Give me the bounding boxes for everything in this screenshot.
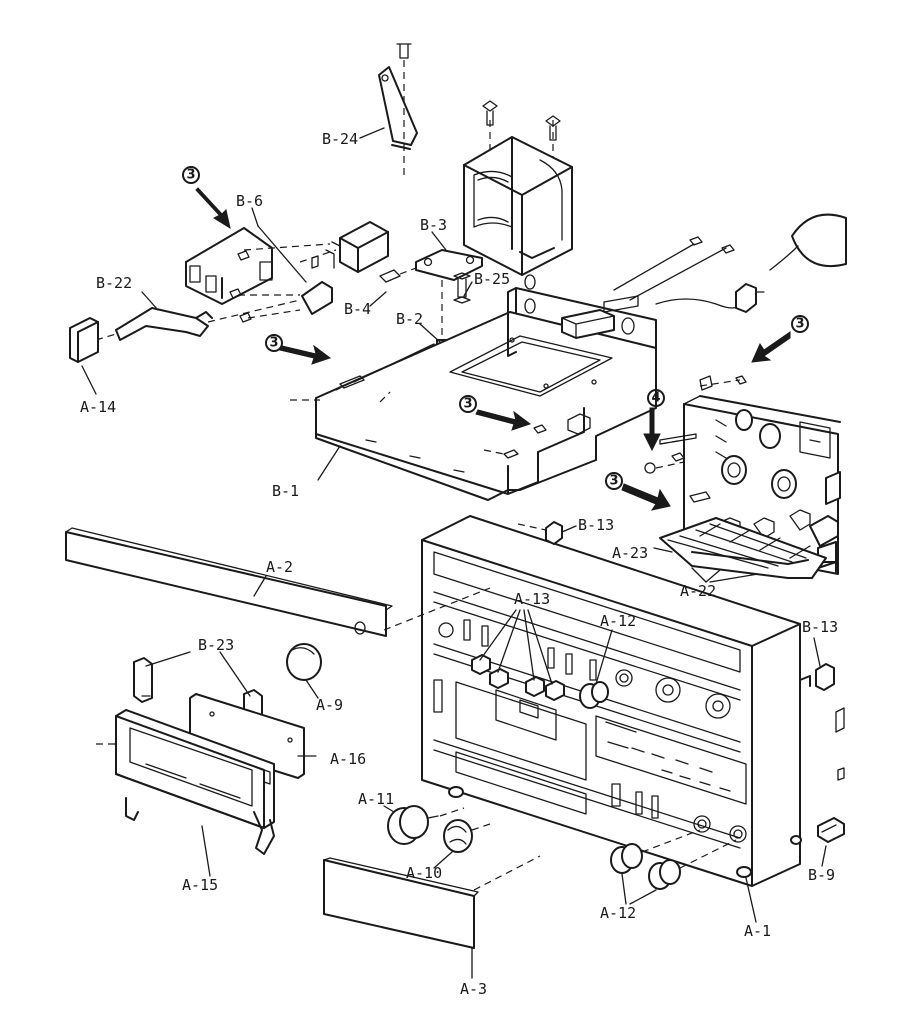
label-a2: A-2 xyxy=(266,558,293,576)
door-a15 xyxy=(96,709,275,855)
knob-a11 xyxy=(387,805,465,845)
transformer xyxy=(463,100,573,276)
knob-a12-top xyxy=(579,629,613,709)
svg-text:3: 3 xyxy=(609,474,618,489)
label-b3: B-3 xyxy=(420,216,447,234)
label-a22: A-22 xyxy=(680,582,716,600)
clip-b13-top xyxy=(517,521,563,545)
chassis-b1 xyxy=(290,274,657,501)
callout-3-mechanism: 3 xyxy=(605,472,623,490)
bracket-b6 xyxy=(185,227,333,323)
label-a16: A-16 xyxy=(330,750,366,768)
label-a13: A-13 xyxy=(514,590,550,608)
svg-text:3: 3 xyxy=(186,168,195,183)
front-panel-a1 xyxy=(421,515,811,887)
knobs-a12-bottom xyxy=(610,829,737,890)
trim-a3 xyxy=(323,855,541,949)
screw-b25 xyxy=(453,272,471,304)
label-a12-top: A-12 xyxy=(600,612,636,630)
label-a10: A-10 xyxy=(406,864,442,882)
label-b13-top: B-13 xyxy=(578,516,614,534)
callout-3-right: 3 xyxy=(791,315,809,333)
label-a3: A-3 xyxy=(460,980,487,998)
label-b23: B-23 xyxy=(198,636,234,654)
bracket-b22 xyxy=(95,299,301,341)
right-edge-parts xyxy=(835,707,845,781)
leader-lines xyxy=(81,127,827,979)
bracket-b3 xyxy=(379,249,483,283)
svg-text:3: 3 xyxy=(463,397,472,412)
label-b2: B-2 xyxy=(396,310,423,328)
label-a12-bottom: A-12 xyxy=(600,904,636,922)
clip-b9 xyxy=(817,817,845,843)
label-b9: B-9 xyxy=(808,866,835,884)
label-b22: B-22 xyxy=(96,274,132,292)
label-a15: A-15 xyxy=(182,876,218,894)
knob-a10 xyxy=(443,819,491,853)
callout-3-top: 3 xyxy=(182,166,200,184)
label-b6: B-6 xyxy=(236,192,263,210)
label-b13-right: B-13 xyxy=(802,618,838,636)
label-b1: B-1 xyxy=(272,482,299,500)
clip-b13-right xyxy=(815,663,835,691)
svg-text:3: 3 xyxy=(795,317,804,332)
label-a1: A-1 xyxy=(744,922,771,940)
label-a23: A-23 xyxy=(612,544,648,562)
buttons-a13 xyxy=(471,609,565,701)
bracket-b24 xyxy=(378,43,418,175)
callout-arrows xyxy=(195,187,791,511)
callout-4: 4 xyxy=(647,389,665,407)
switch-block xyxy=(299,221,389,273)
label-b25: B-25 xyxy=(474,270,510,288)
callout-3-chassis: 3 xyxy=(459,395,477,413)
svg-text:3: 3 xyxy=(269,336,278,351)
knob-a14 xyxy=(69,317,99,363)
shutter-a23 xyxy=(659,517,827,579)
trim-a2 xyxy=(65,527,491,637)
label-a9: A-9 xyxy=(316,696,343,714)
label-b24: B-24 xyxy=(322,130,358,148)
label-a11: A-11 xyxy=(358,790,394,808)
knob-a9 xyxy=(286,643,322,681)
cable-connector xyxy=(613,213,847,313)
callout-3-left: 3 xyxy=(265,334,283,352)
svg-text:4: 4 xyxy=(651,391,660,406)
label-a14: A-14 xyxy=(80,398,116,416)
label-b4: B-4 xyxy=(344,300,371,318)
